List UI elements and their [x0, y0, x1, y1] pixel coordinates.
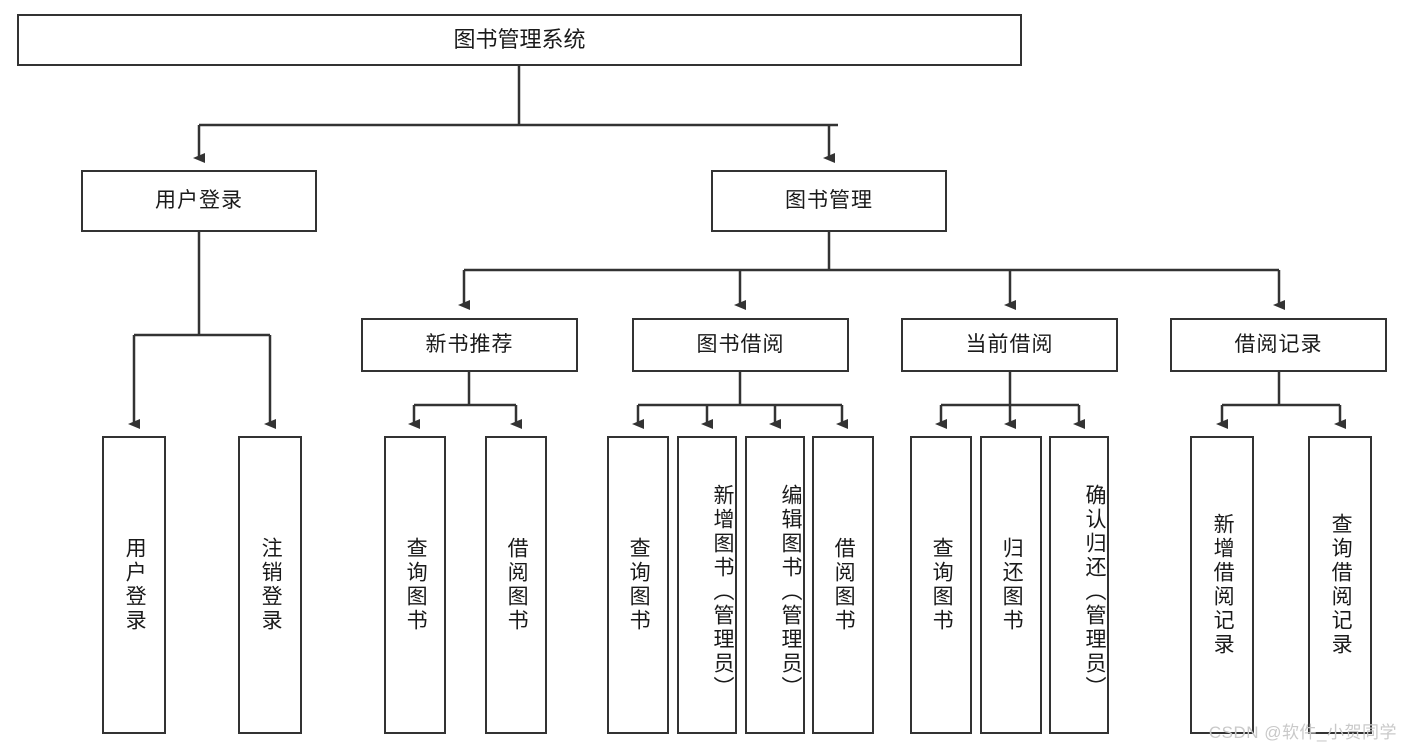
- node-label: 借阅记录: [1234, 332, 1323, 356]
- node-new-book-recommend[interactable]: 新书推荐: [361, 318, 578, 372]
- leaf-current-borrow-query[interactable]: 查询图书: [910, 436, 972, 734]
- node-label: 编辑图书（管理员）: [779, 484, 802, 700]
- leaf-new-book-borrow[interactable]: 借阅图书: [485, 436, 547, 734]
- node-label: 借阅图书: [832, 537, 856, 633]
- leaf-user-login-signin[interactable]: 用户登录: [102, 436, 166, 734]
- node-book-management[interactable]: 图书管理: [711, 170, 947, 232]
- node-label: 图书管理系统: [453, 27, 586, 53]
- node-label: 查询借阅记录: [1329, 513, 1353, 657]
- node-label: 用户登录: [155, 188, 243, 212]
- leaf-book-borrow-borrow[interactable]: 借阅图书: [812, 436, 874, 734]
- node-label: 当前借阅: [965, 332, 1054, 356]
- node-label: 确认归还（管理员）: [1083, 484, 1106, 700]
- node-label: 新增借阅记录: [1211, 513, 1235, 657]
- node-label: 查询图书: [930, 537, 954, 633]
- node-label: 借阅图书: [505, 537, 529, 633]
- node-book-borrow[interactable]: 图书借阅: [632, 318, 849, 372]
- node-label: 注销登录: [259, 537, 283, 633]
- node-label: 新书推荐: [425, 332, 514, 356]
- node-label: 图书管理: [785, 188, 873, 212]
- node-label: 新增图书（管理员）: [711, 484, 734, 700]
- node-root-system[interactable]: 图书管理系统: [17, 14, 1022, 66]
- node-user-login[interactable]: 用户登录: [81, 170, 317, 232]
- node-current-borrow[interactable]: 当前借阅: [901, 318, 1118, 372]
- node-label: 归还图书: [1000, 537, 1024, 633]
- node-borrow-record[interactable]: 借阅记录: [1170, 318, 1387, 372]
- node-label: 查询图书: [404, 537, 428, 633]
- leaf-book-borrow-edit[interactable]: 编辑图书（管理员）: [745, 436, 805, 734]
- leaf-borrow-record-add[interactable]: 新增借阅记录: [1190, 436, 1254, 734]
- leaf-current-borrow-return[interactable]: 归还图书: [980, 436, 1042, 734]
- node-label: 用户登录: [123, 537, 147, 633]
- node-label: 查询图书: [627, 537, 651, 633]
- leaf-user-login-signout[interactable]: 注销登录: [238, 436, 302, 734]
- leaf-borrow-record-query[interactable]: 查询借阅记录: [1308, 436, 1372, 734]
- node-label: 图书借阅: [696, 332, 785, 356]
- watermark: CSDN @软件_小贺同学: [1208, 723, 1397, 742]
- leaf-book-borrow-add[interactable]: 新增图书（管理员）: [677, 436, 737, 734]
- leaf-book-borrow-query[interactable]: 查询图书: [607, 436, 669, 734]
- leaf-new-book-query[interactable]: 查询图书: [384, 436, 446, 734]
- leaf-current-borrow-confirm-return[interactable]: 确认归还（管理员）: [1049, 436, 1109, 734]
